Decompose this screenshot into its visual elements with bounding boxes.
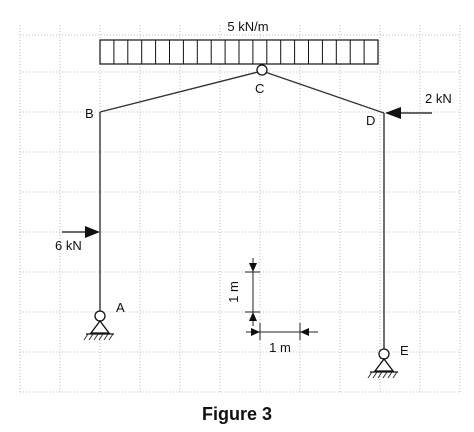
distributed-load <box>99 39 379 65</box>
load-label-6kN: 6 kN <box>55 238 82 253</box>
pin-support-E <box>367 348 398 379</box>
node-label-D: D <box>366 113 375 128</box>
hinge-C <box>256 64 268 76</box>
load-arrow-6kN <box>62 226 100 238</box>
rafter-BC <box>99 70 263 113</box>
distributed-load-label: 5 kN/m <box>227 19 268 34</box>
node-label-C: C <box>255 81 264 96</box>
dimension-horizontal <box>246 323 318 340</box>
load-label-2kN: 2 kN <box>425 91 452 106</box>
pin-support-A <box>83 310 114 341</box>
node-label-E: E <box>400 343 409 358</box>
grid <box>19 25 461 393</box>
dimension-vertical-label: 1 m <box>226 281 241 303</box>
figure-caption: Figure 3 <box>202 404 272 424</box>
frame-members <box>99 70 385 350</box>
rafter-CD <box>261 70 385 114</box>
node-label-B: B <box>85 106 94 121</box>
dimension-vertical <box>245 258 260 326</box>
node-label-A: A <box>116 300 125 315</box>
dimension-horizontal-label: 1 m <box>269 340 291 355</box>
load-arrow-2kN <box>385 107 432 119</box>
